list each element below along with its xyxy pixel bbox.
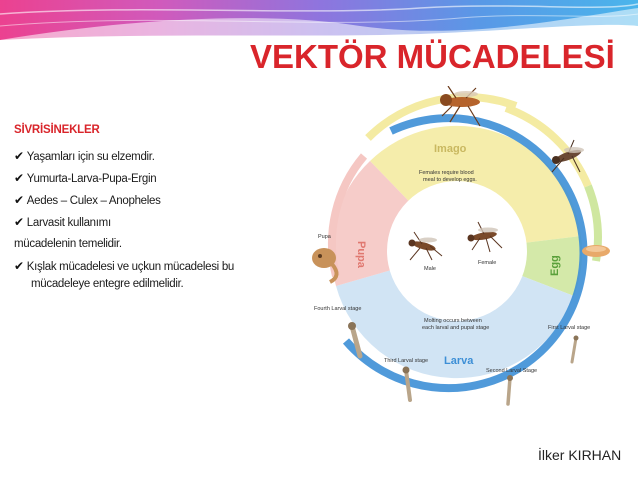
stage-pupa-label: Pupa [355, 241, 367, 269]
slide-title: VEKTÖR MÜCADELESİ [250, 38, 615, 75]
center-circle [387, 181, 527, 321]
first-larval-label: First Larval stage [548, 325, 590, 331]
third-larval-label: Third Larval stage [384, 358, 428, 364]
pupa-small-label: Pupa [318, 234, 332, 240]
bullet-continuation: mücadeleye entegre edilmelidir. [31, 278, 184, 290]
checkmark-icon: ✔ [14, 259, 24, 273]
checkmark-icon: ✔ [14, 171, 24, 185]
stage-imago-label: Imago [434, 143, 467, 155]
third-larva-icon [402, 366, 412, 402]
slide-content: SİVRİSİNEKLER ✔Yaşamları için su elzemdi… [14, 124, 284, 295]
section-heading: SİVRİSİNEKLER [14, 124, 100, 136]
imago-note-line2: meal to develop eggs. [423, 177, 477, 183]
mosquito-life-cycle-diagram: Imago Egg Pupa Larva Females require blo… [312, 86, 612, 406]
stage-larva-label: Larva [444, 355, 474, 367]
egg-raft-icon [582, 245, 610, 257]
mosquito-right-icon [551, 139, 584, 173]
stage-egg-label: Egg [549, 255, 561, 276]
bullet-item: ✔Aedes – Culex – Anopheles [14, 193, 161, 207]
cycle-ring-arrow [342, 114, 588, 393]
cycle-ring-imago [504, 104, 592, 188]
cycle-ring-arrow-top [365, 93, 518, 141]
bullet-item: ✔Yaşamları için su elzemdir. [14, 149, 155, 163]
checkmark-icon: ✔ [14, 193, 24, 207]
checkmark-icon: ✔ [14, 215, 24, 229]
decorative-header-band [0, 0, 638, 40]
bullet-item: ✔Larvasit kullanımı [14, 215, 111, 229]
author-name: İlker KIRHAN [538, 447, 622, 463]
molting-line2: each larval and pupal stage [422, 325, 489, 331]
imago-note-line1: Females require blood [419, 170, 474, 176]
pupa-icon [312, 248, 339, 284]
male-label: Male [424, 266, 436, 272]
mosquito-flying-icon [440, 86, 481, 127]
first-larva-icon [570, 335, 579, 364]
bullet-item: ✔Yumurta-Larva-Pupa-Ergin [14, 171, 157, 185]
bullet-item: ✔Kışlak mücadelesi ve uçkun mücadelesi b… [14, 259, 235, 273]
ring-text-label: Oviposit. Larval Hatch [588, 269, 611, 311]
second-larva-icon [506, 375, 513, 406]
female-label: Female [478, 260, 496, 266]
plain-text-line: mücadelenin temelidir. [14, 238, 122, 250]
mosquito-female-icon [467, 221, 503, 253]
mosquito-male-icon [408, 231, 443, 261]
checkmark-icon: ✔ [14, 149, 24, 163]
fourth-larva-icon [348, 322, 363, 359]
molting-line1: Molting occurs between [424, 318, 482, 324]
second-larval-label: Second Larval Stage [486, 368, 537, 374]
fourth-larval-label: Fourth Larval stage [314, 306, 361, 312]
